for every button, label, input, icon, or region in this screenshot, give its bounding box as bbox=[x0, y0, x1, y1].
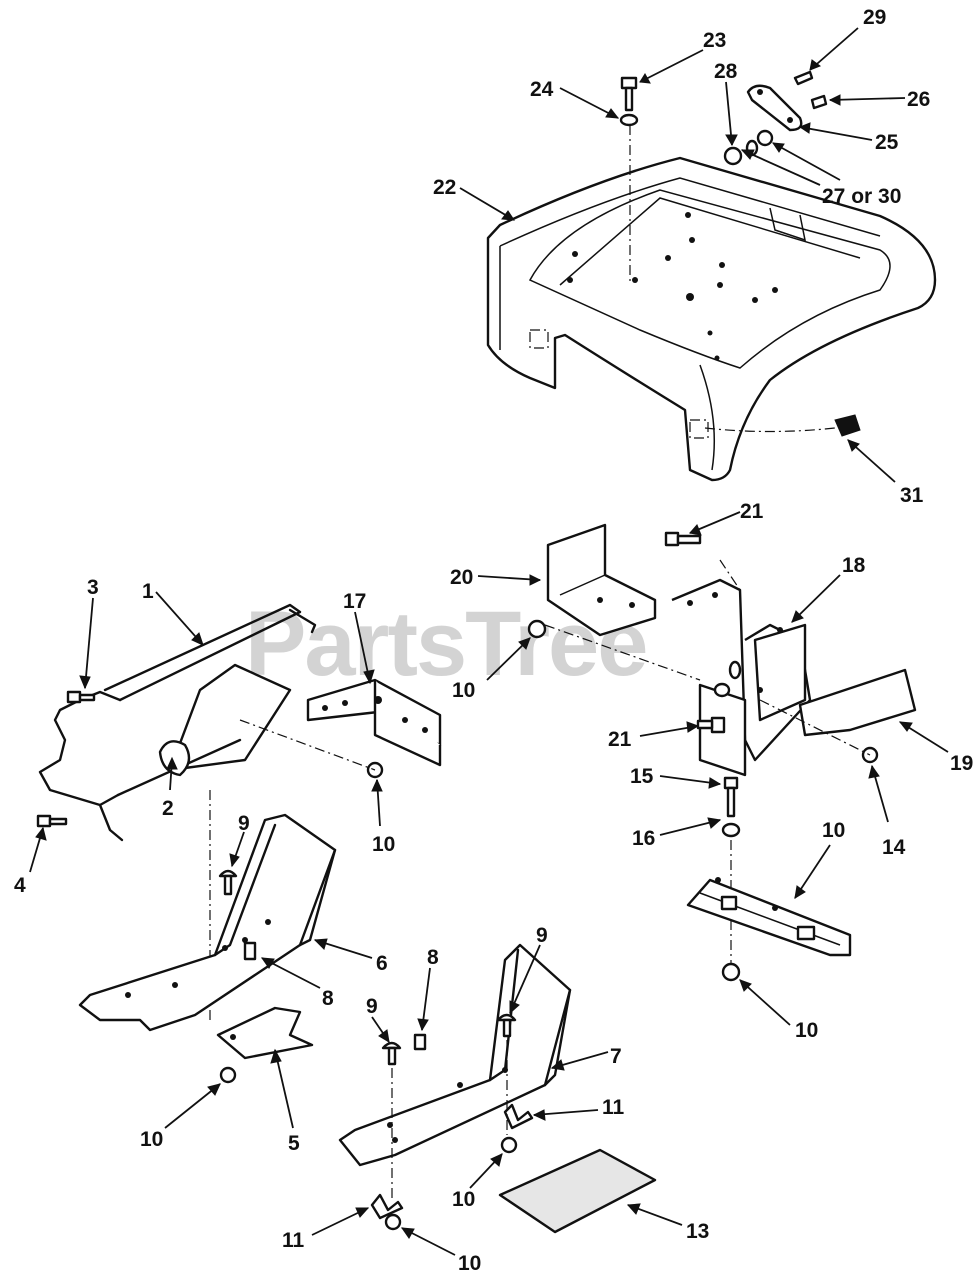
callout-26: 26 bbox=[907, 88, 930, 111]
callout-13: 13 bbox=[686, 1220, 709, 1243]
clamp-part-11-b bbox=[370, 1193, 404, 1220]
nut-part-10-rail bbox=[721, 962, 741, 982]
nut-part-10-right bbox=[527, 619, 547, 639]
callout-5: 5 bbox=[288, 1132, 300, 1155]
bolt-part-21a bbox=[664, 531, 702, 547]
clamp-part-11-a bbox=[503, 1103, 534, 1130]
washer-part-24 bbox=[619, 113, 639, 127]
callout-10-e: 10 bbox=[140, 1128, 163, 1151]
callout-9-c: 9 bbox=[536, 924, 548, 947]
callout-8-a: 8 bbox=[322, 987, 334, 1010]
callout-16: 16 bbox=[632, 827, 655, 850]
callouts: 29 23 28 24 26 25 22 27 or 30 31 bbox=[14, 6, 973, 1275]
callout-20: 20 bbox=[450, 566, 473, 589]
callout-1: 1 bbox=[142, 580, 154, 603]
callout-22: 22 bbox=[433, 176, 456, 199]
callout-25: 25 bbox=[875, 131, 899, 154]
callout-10-f: 10 bbox=[452, 1188, 475, 1211]
callout-2: 2 bbox=[162, 797, 174, 820]
callout-27-or-30: 27 or 30 bbox=[822, 185, 901, 208]
nut-part-10-f7a bbox=[500, 1136, 518, 1154]
callout-19: 19 bbox=[950, 752, 973, 775]
clip-part-8-left bbox=[243, 941, 257, 961]
callout-31: 31 bbox=[900, 484, 924, 507]
carriage-bolt-part-9-b bbox=[496, 1013, 517, 1038]
callout-11-a: 11 bbox=[602, 1096, 625, 1119]
callout-7: 7 bbox=[610, 1045, 622, 1068]
callout-10-a: 10 bbox=[452, 679, 475, 702]
clip-part-8-right bbox=[413, 1033, 427, 1051]
footrest-part-7 bbox=[338, 943, 572, 1167]
bracket-part-17 bbox=[306, 678, 442, 767]
decal-part-13 bbox=[498, 1148, 657, 1234]
callout-21-bottom: 21 bbox=[608, 728, 632, 751]
step-part-19 bbox=[798, 668, 917, 737]
washer-part-16 bbox=[721, 822, 741, 838]
nut-part-10-brace bbox=[219, 1066, 237, 1084]
nut-part-27 bbox=[756, 129, 774, 147]
carriage-bolt-part-9-a bbox=[381, 1041, 402, 1066]
callout-3: 3 bbox=[87, 576, 99, 599]
rail-part-14 bbox=[686, 877, 852, 957]
callout-14: 10 bbox=[822, 819, 845, 842]
bracket-part-18 bbox=[671, 578, 812, 777]
bracket-part-20 bbox=[546, 523, 657, 637]
callout-29: 29 bbox=[863, 6, 886, 29]
callout-21-top: 21 bbox=[740, 500, 764, 523]
screw-part-3 bbox=[66, 690, 96, 704]
screw-part-29 bbox=[793, 70, 814, 86]
callout-10-b: 10 bbox=[372, 833, 395, 856]
callout-24: 24 bbox=[530, 78, 554, 101]
bumper-pad-part-31 bbox=[834, 414, 861, 437]
nut-part-10-f7b bbox=[384, 1213, 402, 1231]
footrest-part-6 bbox=[78, 813, 337, 1032]
brace-part-5 bbox=[216, 1006, 314, 1060]
callout-10-c: 14 bbox=[882, 836, 906, 859]
knob-part-2 bbox=[158, 740, 191, 777]
screw-part-4 bbox=[36, 814, 68, 828]
callout-15: 15 bbox=[630, 765, 654, 788]
callout-10-d: 10 bbox=[795, 1019, 818, 1042]
callout-23: 23 bbox=[703, 29, 726, 52]
callout-8-b: 8 bbox=[427, 946, 439, 969]
callout-9-a: 9 bbox=[238, 812, 250, 835]
carriage-bolt-part-9-left bbox=[218, 869, 238, 896]
callout-28: 28 bbox=[714, 60, 738, 83]
callout-9-b: 9 bbox=[366, 995, 378, 1018]
nut-part-28 bbox=[723, 146, 743, 166]
fender-part-22 bbox=[486, 125, 937, 482]
bolt-part-23 bbox=[620, 76, 638, 112]
callout-18: 18 bbox=[842, 554, 866, 577]
bolt-part-15 bbox=[723, 776, 739, 818]
callout-4: 4 bbox=[14, 874, 26, 897]
callout-10-g: 10 bbox=[458, 1252, 481, 1275]
callout-6: 6 bbox=[376, 952, 388, 975]
callout-11-b: 11 bbox=[282, 1229, 305, 1252]
screw-part-26 bbox=[810, 94, 828, 110]
plate-part-25 bbox=[746, 84, 803, 132]
bolt-part-21b bbox=[696, 716, 726, 734]
callout-17: 17 bbox=[343, 590, 366, 613]
